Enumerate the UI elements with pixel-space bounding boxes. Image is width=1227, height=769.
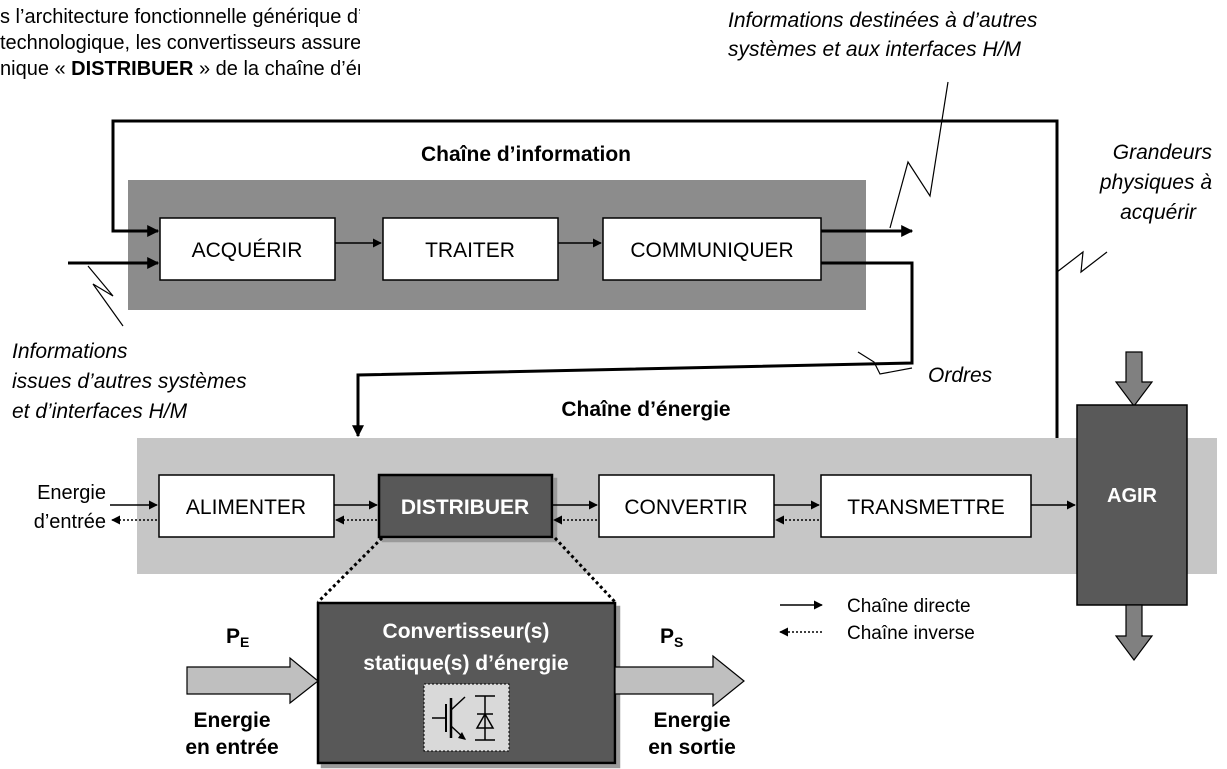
- acquerir-label: ACQUÉRIR: [192, 239, 303, 262]
- info-in-line-2: issues d’autres systèmes: [12, 370, 247, 393]
- grandeurs-line-3: acquérir: [1120, 201, 1197, 224]
- transmettre-block: [820, 474, 1032, 538]
- energy-out-line-2: en sortie: [648, 736, 736, 759]
- distribuer-block: [377, 473, 554, 539]
- zoom-line-right: [553, 536, 617, 604]
- traiter-label: TRAITER: [425, 239, 515, 262]
- info-in-line-3: et d’interfaces H/M: [12, 400, 188, 423]
- communiquer-block: [602, 217, 822, 281]
- energy-out-line-1: Energie: [653, 709, 730, 732]
- acquerir-block: [159, 217, 336, 281]
- power-out-arrow: [614, 654, 745, 708]
- igbt-diode-icon: [423, 683, 510, 752]
- feedback-loop-line: [111, 119, 1059, 438]
- energie-entree-line-2: d’entrée: [34, 511, 106, 533]
- converter-title-line-1: Convertisseur(s): [383, 620, 550, 643]
- ps-label: P: [660, 625, 674, 648]
- leader-ordres: [857, 351, 913, 375]
- energy-in-line-2: en entrée: [185, 736, 278, 759]
- pe-subscript: E: [240, 634, 249, 650]
- info-out-line-1: Informations destinées à d’autres: [728, 9, 1038, 32]
- leader-info-out: [889, 81, 949, 229]
- legend-direct-label: Chaîne directe: [847, 596, 971, 617]
- leader-info-in: [87, 265, 124, 327]
- energy-in-line-1: Energie: [193, 709, 270, 732]
- intro-distribuer-keyword: DISTRIBUER: [71, 58, 194, 80]
- communiquer-label: COMMUNIQUER: [630, 239, 793, 262]
- intro-line-3: nique « DISTRIBUER » de la chaîne d’éner…: [0, 56, 360, 82]
- leader-grandeurs: [1056, 250, 1108, 274]
- intro-line-3-start: nique «: [0, 58, 72, 80]
- convertir-block: [598, 474, 775, 538]
- agir-block: [1076, 404, 1188, 606]
- info-out-line-2: systèmes et aux interfaces H/M: [728, 38, 1021, 61]
- distribuer-label: DISTRIBUER: [401, 496, 529, 519]
- grandeurs-line-2: physiques à: [1099, 171, 1212, 194]
- traiter-block: [382, 217, 559, 281]
- pe-label: P: [226, 625, 240, 648]
- intro-line-2: technologique, les convertisseurs assure…: [0, 32, 360, 54]
- info-in-line-1: Informations: [12, 340, 128, 363]
- convertir-label: CONVERTIR: [624, 496, 747, 519]
- agir-label: AGIR: [1107, 485, 1158, 507]
- intro-paragraph: s l’architecture fonctionnelle générique…: [0, 4, 360, 82]
- ordres-label: Ordres: [928, 364, 993, 387]
- agir-output-arrow: [1114, 604, 1154, 661]
- ordres-line: [352, 261, 914, 438]
- alimenter-block: [158, 474, 335, 538]
- intro-line-1: s l’architecture fonctionnelle générique…: [0, 6, 360, 28]
- agir-input-arrow: [1114, 351, 1154, 407]
- converter-title-line-2: statique(s) d’énergie: [363, 652, 568, 675]
- power-in-arrow: [186, 656, 319, 705]
- info-chain-title: Chaîne d’information: [421, 143, 631, 166]
- pe-symbol: PE: [226, 625, 249, 650]
- alimenter-label: ALIMENTER: [186, 496, 306, 519]
- energie-entree-line-1: Energie: [37, 482, 106, 504]
- energy-chain-title: Chaîne d’énergie: [561, 398, 730, 421]
- legend-inverse-label: Chaîne inverse: [847, 623, 975, 644]
- intro-line-3-end: » de la chaîne d’énergie.: [198, 58, 360, 80]
- ps-subscript: S: [674, 634, 683, 650]
- transmettre-label: TRANSMETTRE: [847, 496, 1005, 519]
- grandeurs-line-1: Grandeurs: [1113, 141, 1213, 164]
- ps-symbol: PS: [660, 625, 683, 650]
